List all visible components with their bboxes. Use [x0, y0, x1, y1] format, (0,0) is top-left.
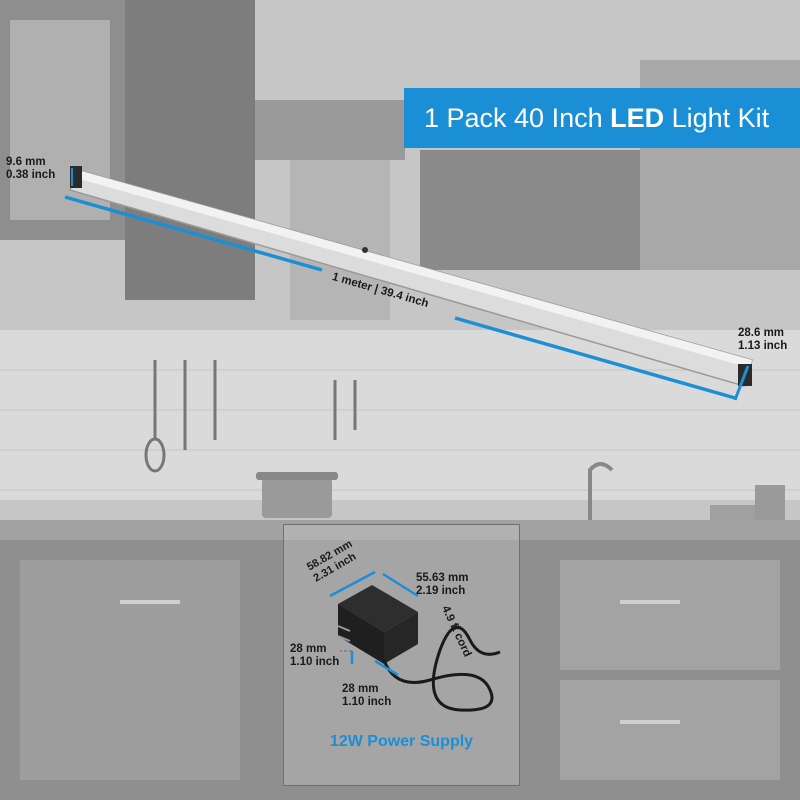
psu-depth-label: 28 mm 1.10 inch: [342, 683, 392, 708]
bar-height-label: 9.6 mm 0.38 inch: [6, 156, 56, 181]
power-supply-panel: [283, 524, 520, 786]
psu-depth-line: [374, 659, 399, 677]
psu-height-label: 28 mm 1.10 inch: [290, 643, 340, 668]
sensor-icon: [362, 247, 368, 253]
width-dimension-line: [733, 365, 750, 401]
title-bold: LED: [610, 103, 665, 133]
plug-prong: [337, 635, 351, 642]
length-dimension-line: [64, 195, 736, 400]
bar-width-label: 28.6 mm 1.13 inch: [738, 327, 788, 352]
title-suffix: Light Kit: [664, 103, 770, 133]
psu-width-line: [382, 572, 419, 598]
power-cord: [382, 625, 501, 712]
power-supply-label: 12W Power Supply: [329, 733, 474, 750]
psu-length-line: [329, 570, 376, 598]
power-adapter: [337, 585, 418, 664]
title-banner: 1 Pack 40 Inch LED Light Kit: [404, 88, 800, 148]
plug-prong: [337, 625, 351, 632]
title-prefix: 1 Pack 40 Inch: [424, 103, 611, 133]
psu-width-label: 55.63 mm 2.19 inch: [416, 572, 469, 597]
